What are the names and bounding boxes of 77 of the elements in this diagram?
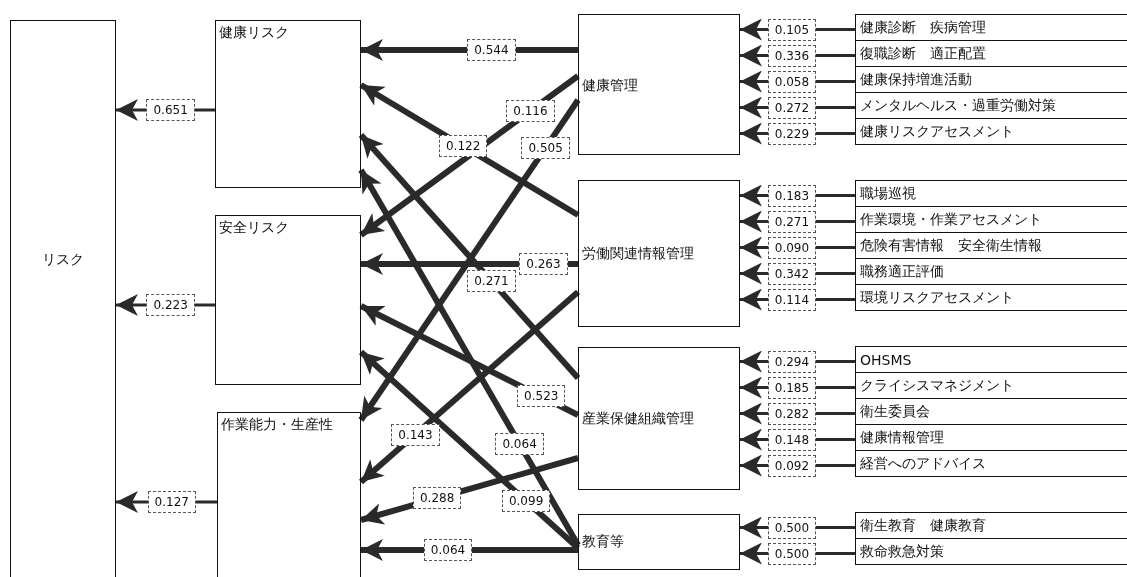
edge-label: 0.288 [412,487,462,510]
edge-label: 0.263 [519,253,568,275]
arrow [359,82,580,218]
node-label: 衛生委員会 [860,402,930,421]
factor-box [578,514,740,570]
edge-label: 0.336 [767,44,817,67]
edge-label: 0.651 [146,99,195,121]
node-label: メンタルヘルス・過重労働対策 [860,96,1056,115]
node-label: 健康リスク [219,24,289,42]
edge-label: 0.223 [146,294,195,316]
node-label: 健康情報管理 [860,428,944,447]
node-label: 危険有害情報 安全衛生情報 [860,236,1042,255]
node-label: 安全リスク [219,219,289,237]
arrow [359,289,580,485]
edge-label: 0.272 [767,96,817,119]
edge-label: 0.064 [423,539,473,561]
node-label: 経営へのアドバイス [860,454,986,473]
edge-label: 0.505 [521,137,570,159]
edge-label: 0.092 [767,454,817,477]
node-label: 作業能力・生産性 [221,416,333,434]
item-box [855,346,1127,373]
edge-label: 0.500 [767,542,817,565]
node-label: 産業保健組織管理 [582,409,694,428]
edge-label: 0.099 [501,489,551,512]
node-label: クライシスマネジメント [860,376,1014,395]
arrow [358,168,581,547]
edge-label: 0.294 [767,350,817,373]
node-label: 職務適正評価 [860,262,944,281]
node-label: OHSMS [860,351,912,368]
item-box [855,118,1127,145]
edge-label: 0.116 [506,99,555,122]
edge-label: 0.122 [439,135,488,158]
edge-label: 0.271 [467,269,516,292]
edge-label: 0.143 [391,423,440,446]
edge-label: 0.544 [467,39,516,61]
edge-label: 0.127 [147,491,196,513]
node-label: 教育等 [582,533,624,551]
edge-label: 0.500 [767,516,817,539]
factor-box [578,180,740,327]
node-label: 救命救急対策 [860,542,944,561]
edge-label: 0.183 [767,184,817,207]
edge-label: 0.090 [767,236,817,259]
item-box [855,450,1127,477]
node-label: 健康リスクアセスメント [860,122,1014,141]
node-label: 労働関連情報管理 [582,244,694,263]
node-label: 作業環境・作業アセスメント [860,210,1042,229]
node-label: 職場巡視 [860,184,916,203]
node-label: 環境リスクアセスメント [860,288,1014,307]
edge-label: 0.342 [767,262,817,285]
edge-label: 0.114 [767,288,817,311]
edge-label: 0.148 [767,428,817,451]
node-label: 健康管理 [582,76,638,95]
risk-box [10,20,116,577]
item-box [855,180,1127,207]
node-label: 健康診断 疾病管理 [860,18,986,37]
factor-box [578,14,740,155]
category-box [215,20,361,188]
edge-label: 0.105 [767,18,817,41]
item-box [855,538,1127,565]
item-box [855,14,1127,41]
edge-label: 0.064 [495,432,544,455]
item-box [855,284,1127,311]
edge-label: 0.271 [767,210,817,233]
node-label: 衛生教育 健康教育 [860,516,986,535]
edge-label: 0.229 [767,122,817,145]
item-box [855,512,1127,539]
edge-label: 0.282 [767,402,817,425]
edge-label: 0.058 [767,70,817,93]
category-box [215,215,361,385]
edge-label: 0.523 [517,385,566,408]
node-label: 健康保持増進活動 [860,70,972,89]
arrow [358,98,581,422]
node-label: 復職診断 適正配置 [860,44,986,63]
edge-label: 0.185 [767,376,817,399]
node-label: リスク [42,251,84,269]
category-box [217,412,361,577]
factor-box [578,347,740,490]
